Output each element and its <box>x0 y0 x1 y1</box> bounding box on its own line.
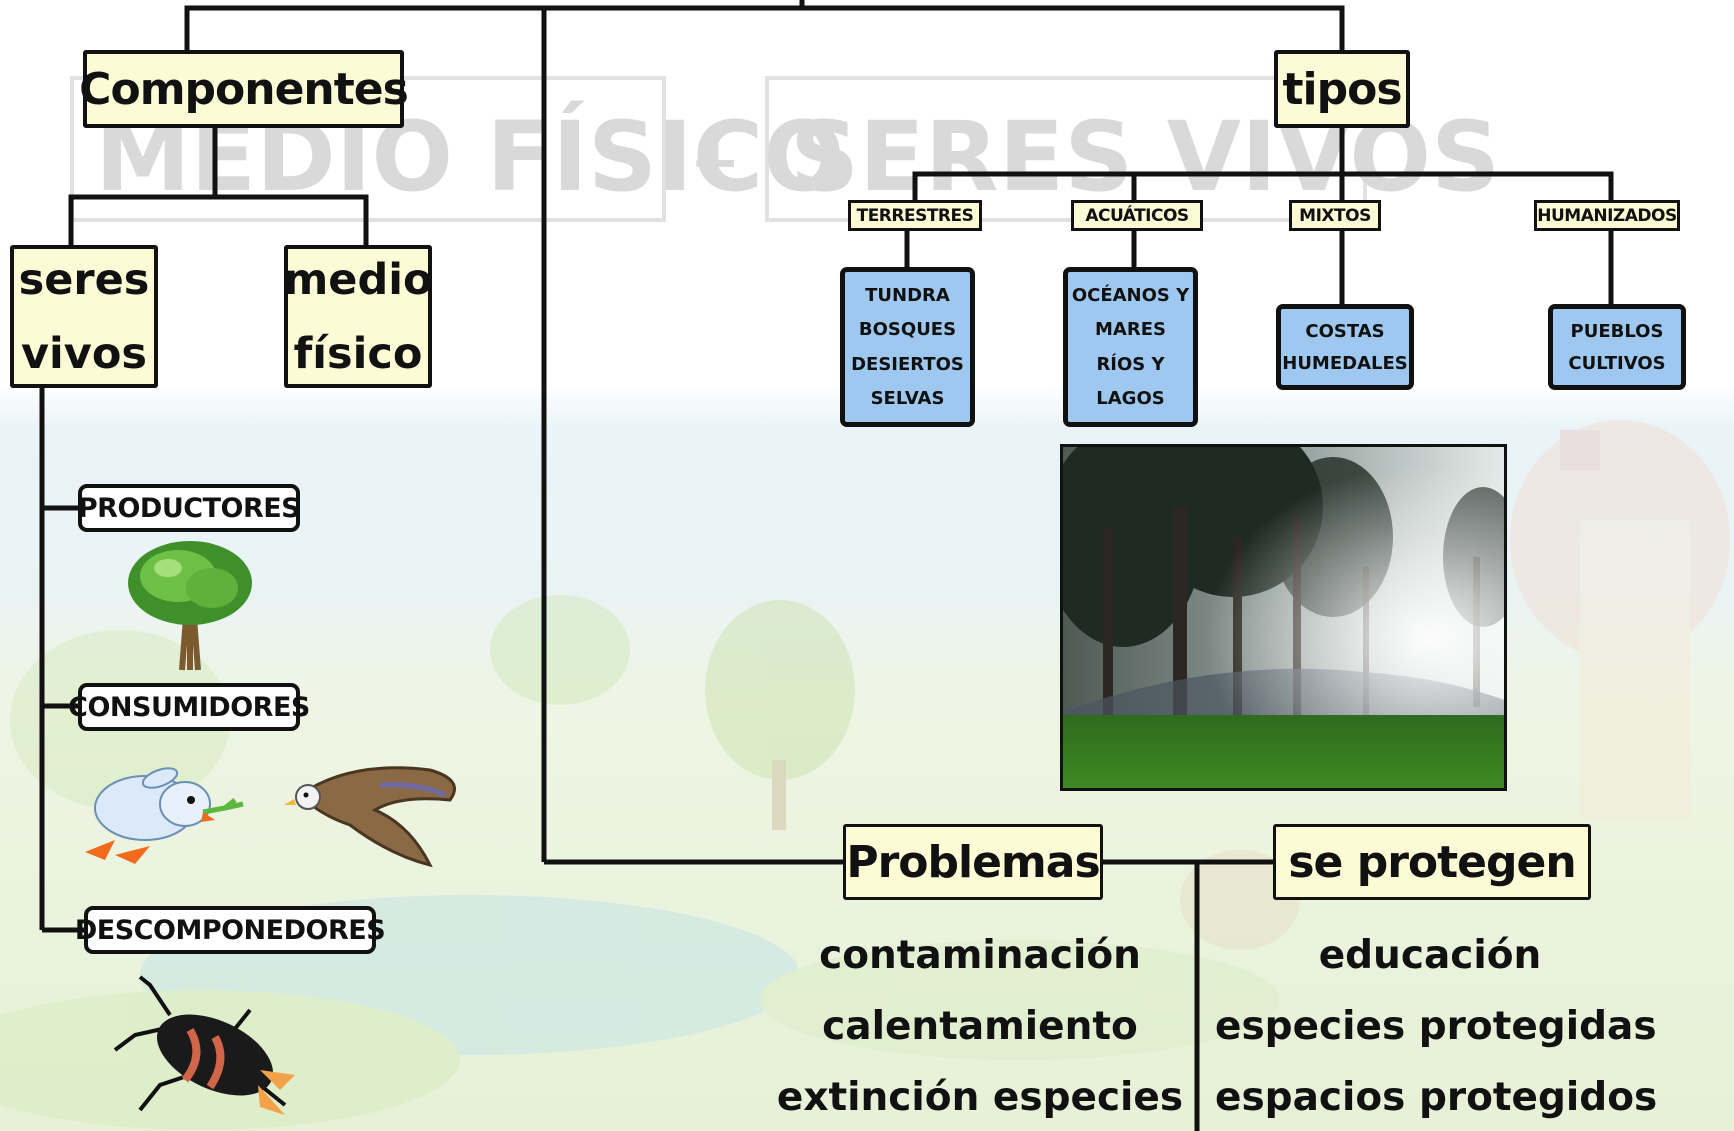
consumidores-label: CONSUMIDORES <box>68 683 310 731</box>
proteccion-item: especies protegidas <box>1215 1004 1657 1049</box>
componentes-box: Componentes <box>79 50 409 128</box>
productores-label: PRODUCTORES <box>78 484 301 532</box>
example-text: MARES <box>1095 319 1166 341</box>
se-protegen-box: se protegen <box>1273 824 1591 900</box>
example-text: CULTIVOS <box>1568 352 1666 374</box>
se-protegen-list: educación especies protegidas espacios p… <box>1215 920 1658 1131</box>
medio-fisico-line-2: físico <box>293 328 423 379</box>
beetle-icon <box>113 975 295 1115</box>
seres-vivos-line-1: seres <box>18 254 150 305</box>
example-text: PUEBLOS <box>1570 320 1664 342</box>
category-acuaticos: ACUÁTICOS <box>1071 200 1203 231</box>
tipos-box: tipos <box>1274 50 1410 128</box>
seres-vivos-line-2: vivos <box>21 328 147 379</box>
examples-terrestres: TUNDRA BOSQUES DESIERTOS SELVAS <box>840 267 975 427</box>
problemas-list: contaminación calentamiento extinción es… <box>770 920 1190 1131</box>
problema-item: calentamiento <box>822 1004 1138 1049</box>
proteccion-item: educación <box>1318 933 1542 978</box>
example-text: LAGOS <box>1096 388 1165 410</box>
examples-acuaticos: OCÉANOS Y MARES RÍOS Y LAGOS <box>1063 267 1198 427</box>
proteccion-item: espacios protegidos <box>1215 1075 1658 1120</box>
descomponedores-label: DESCOMPONEDORES <box>75 906 386 954</box>
tree-icon <box>128 541 252 671</box>
example-text: BOSQUES <box>858 319 957 341</box>
problemas-box: Problemas <box>843 824 1103 900</box>
medio-fisico-line-1: medio <box>283 254 433 305</box>
category-terrestres: TERRESTRES <box>848 200 982 231</box>
example-text: DESIERTOS <box>851 353 964 375</box>
examples-mixtos: COSTAS HUMEDALES <box>1276 304 1414 390</box>
rabbit-icon <box>85 767 244 864</box>
landscape-illustration <box>0 420 1730 1130</box>
problema-item: extinción especies <box>776 1075 1184 1120</box>
forest-image <box>1063 447 1504 788</box>
example-text: HUMEDALES <box>1282 352 1408 374</box>
medio-fisico-box: medio físico <box>283 245 433 388</box>
forest-photo <box>1060 444 1507 791</box>
connector-lines <box>39 0 1614 1131</box>
seres-vivos-box: seres vivos <box>10 245 158 388</box>
example-text: RÍOS Y <box>1096 353 1165 375</box>
watermark-plus: + <box>690 127 740 197</box>
eagle-icon <box>284 766 456 868</box>
examples-humanizados: PUEBLOS CULTIVOS <box>1548 304 1686 390</box>
category-mixtos: MIXTOS <box>1289 200 1381 231</box>
category-humanizados: HUMANIZADOS <box>1534 200 1680 231</box>
problema-item: contaminación <box>819 933 1141 978</box>
example-text: OCÉANOS Y <box>1071 284 1190 306</box>
example-text: COSTAS <box>1305 320 1385 342</box>
example-text: TUNDRA <box>865 284 950 306</box>
example-text: SELVAS <box>870 388 945 410</box>
